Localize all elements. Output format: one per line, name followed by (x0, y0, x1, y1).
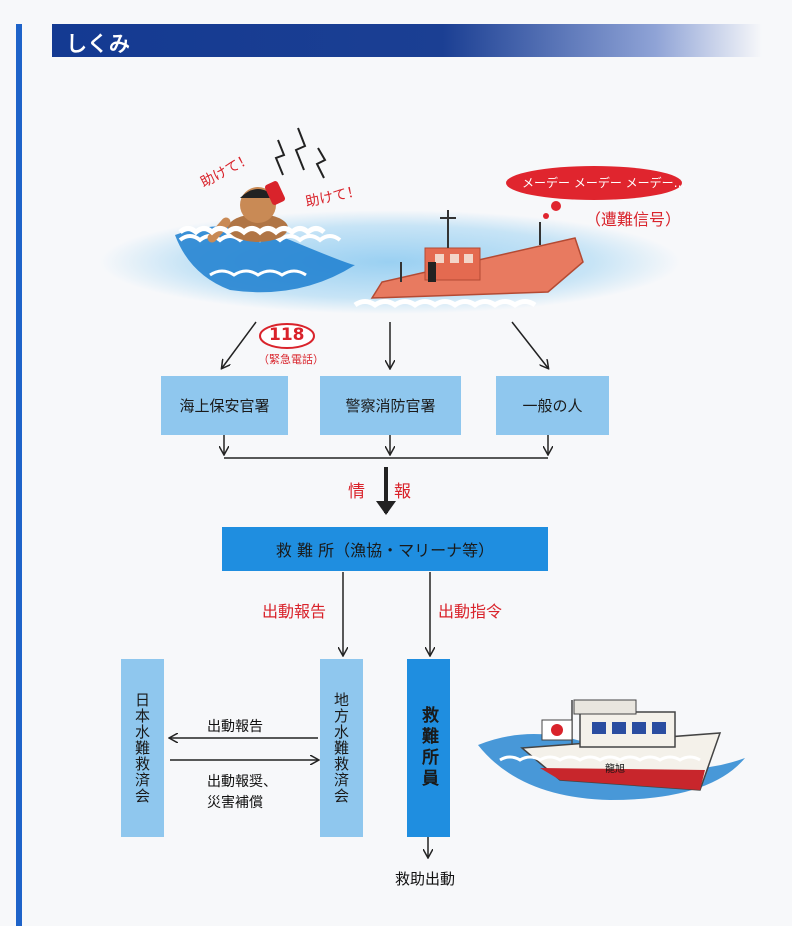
local-rescue-association-label: 地方水難救済会 (332, 692, 350, 804)
section-header (52, 24, 762, 57)
japan-rescue-association-box: 日本水難救済会 (121, 659, 164, 837)
distressed-ship-illustration (353, 210, 584, 309)
info-label: 情 報 (348, 482, 417, 502)
emergency-number: 118 (269, 325, 305, 345)
left-accent-bar (16, 24, 22, 926)
mayday-bubble (506, 166, 682, 200)
general-public-box: 一般の人 (496, 376, 609, 435)
section-title: しくみ (66, 32, 130, 56)
reward-label-line1: 出動報奨、 (207, 774, 277, 790)
rescue-dispatch-label: 救助出動 (395, 870, 456, 888)
rescue-boat-illustration (478, 699, 745, 800)
drowning-person-illustration (178, 181, 326, 243)
reward-label-line2: 災害補償 (207, 795, 263, 811)
dispatch-order-label: 出動指令 (438, 602, 503, 621)
japan-rescue-association-label: 日本水難救済会 (133, 692, 151, 804)
wave-left (175, 226, 355, 293)
signal-zigzag-1 (274, 139, 286, 176)
signal-zigzag-3 (315, 147, 327, 179)
local-rescue-association-box: 地方水難救済会 (320, 659, 363, 837)
emergency-number-badge (259, 323, 315, 349)
boat-name: 龍旭 (605, 764, 625, 775)
rescue-staff-label: 救難所員 (418, 706, 438, 790)
emergency-number-label: （緊急電話） (258, 353, 324, 366)
rescue-station-box: 救 難 所（漁協・マリーナ等） (222, 527, 548, 571)
rescue-staff-box: 救難所員 (407, 659, 450, 837)
mayday-text: メーデー メーデー メーデー… (522, 176, 686, 190)
police-fire-box: 警察消防官署 (320, 376, 461, 435)
coast-guard-box: 海上保安官署 (161, 376, 288, 435)
signal-zigzag-2 (294, 127, 307, 171)
report-arrow-label: 出動報告 (207, 719, 263, 735)
distress-signal-label: （遭難信号） (585, 210, 682, 229)
dispatch-report-label: 出動報告 (262, 602, 327, 621)
